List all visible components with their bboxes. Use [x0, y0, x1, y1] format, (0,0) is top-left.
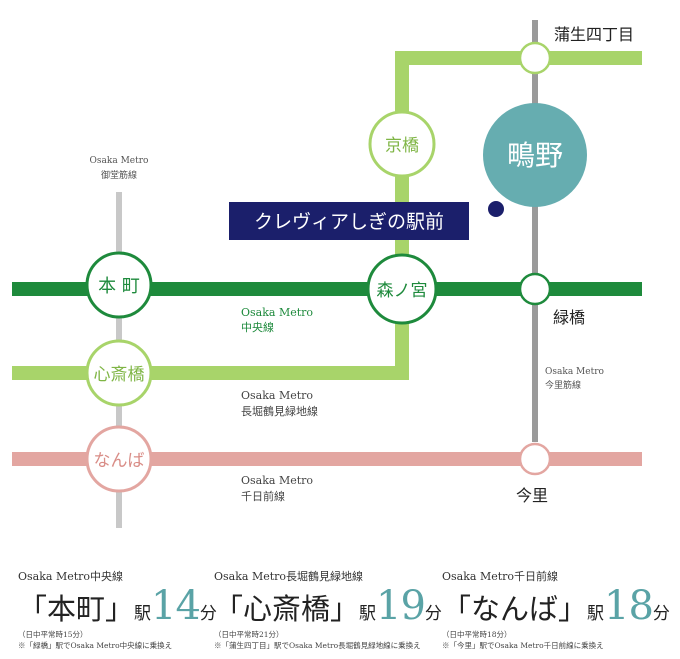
access-line-name: Osaka Metro長堀鶴見緑地線: [214, 570, 364, 583]
station-label: 緑橋: [553, 308, 585, 327]
imazatosuji-label-en: Osaka Metro: [545, 367, 604, 377]
access-time: 「本町」駅14分: [18, 586, 217, 626]
imazatosuji-label-jp: 今里筋線: [545, 379, 581, 391]
station-label: なんば: [94, 451, 145, 471]
access-shinsaibashi: Osaka Metro長堀鶴見緑地線 「心斎橋」駅19分 （日中平常時21分）※…: [214, 568, 442, 652]
access-time: 「なんば」駅18分: [442, 586, 670, 626]
access-note-2: ※「緑橋」駅でOsaka Metro中央線に乗換え: [18, 640, 173, 650]
access-minutes: 18: [604, 583, 654, 629]
station-label: 今里: [516, 486, 548, 505]
property-label-box: [229, 202, 469, 240]
access-time: 「心斎橋」駅19分: [214, 586, 442, 626]
station-imazato[interactable]: 今里: [516, 442, 552, 505]
station-kyobashi[interactable]: 京橋: [368, 110, 436, 178]
station-label: 森ノ宮: [377, 281, 428, 301]
station-morinomiya[interactable]: 森ノ宮: [366, 253, 438, 325]
access-note-2: ※「今里」駅でOsaka Metro千日前線に乗換え: [442, 640, 604, 650]
access-station: 「心斎橋」: [214, 592, 360, 626]
access-eki: 駅: [359, 604, 377, 624]
access-fun: 分: [199, 604, 217, 624]
access-fun: 分: [652, 604, 670, 624]
station-label: 心斎橋: [94, 365, 145, 385]
nagahori-label-en: Osaka Metro: [241, 389, 313, 402]
access-eki: 駅: [587, 604, 605, 624]
station-label: 本 町: [98, 276, 140, 297]
access-station: 「本町」: [18, 592, 135, 626]
sennichimae-line: [12, 452, 642, 466]
station-midoribashi[interactable]: 緑橋: [518, 272, 585, 327]
nagahori-label-jp: 長堀鶴見緑地線: [241, 404, 318, 418]
station-label: 蒲生四丁目: [554, 25, 634, 44]
chuo-label-jp: 中央線: [241, 320, 274, 334]
access-fun: 分: [424, 604, 442, 624]
access-note-2: ※「蒲生四丁目」駅でOsaka Metro長堀鶴見緑地線に乗換え: [214, 640, 421, 650]
chuo-label-en: Osaka Metro: [241, 306, 313, 319]
station-gamo[interactable]: 蒲生四丁目: [518, 25, 634, 75]
access-note: （日中平常時15分）※「緑橋」駅でOsaka Metro中央線に乗換え: [18, 630, 217, 652]
access-minutes: 14: [151, 583, 201, 629]
chuo-line: [12, 282, 642, 296]
sennichimae-label-jp: 千日前線: [241, 489, 285, 503]
station-shinsaibashi[interactable]: 心斎橋: [85, 339, 153, 407]
access-note-1: （日中平常時18分）: [442, 630, 512, 639]
property-label: クレヴィアしぎの駅前: [254, 211, 444, 233]
midosuji-label-en: Osaka Metro: [90, 156, 149, 166]
access-honmachi: Osaka Metro中央線 「本町」駅14分 （日中平常時15分）※「緑橋」駅…: [18, 568, 217, 652]
access-note: （日中平常時18分）※「今里」駅でOsaka Metro千日前線に乗換え: [442, 630, 670, 652]
access-line-name: Osaka Metro中央線: [18, 570, 124, 583]
sennichimae-label-en: Osaka Metro: [241, 474, 313, 487]
access-note-1: （日中平常時21分）: [214, 630, 284, 639]
station-honmachi[interactable]: 本 町: [85, 251, 153, 319]
property-location-dot[interactable]: [488, 201, 504, 217]
access-line-name: Osaka Metro千日前線: [442, 570, 559, 583]
access-note-1: （日中平常時15分）: [18, 630, 88, 639]
station-label: 京橋: [385, 136, 419, 156]
station-label: 鴫野: [507, 139, 563, 172]
access-minutes: 19: [376, 583, 426, 629]
access-namba: Osaka Metro千日前線 「なんば」駅18分 （日中平常時18分）※「今里…: [442, 568, 670, 652]
station-shigino[interactable]: 鴫野: [483, 103, 587, 207]
station-namba[interactable]: なんば: [85, 425, 153, 493]
access-note: （日中平常時21分）※「蒲生四丁目」駅でOsaka Metro長堀鶴見緑地線に乗…: [214, 630, 442, 652]
midosuji-label-jp: 御堂筋線: [101, 169, 137, 181]
access-eki: 駅: [134, 604, 152, 624]
access-station: 「なんば」: [442, 592, 588, 626]
